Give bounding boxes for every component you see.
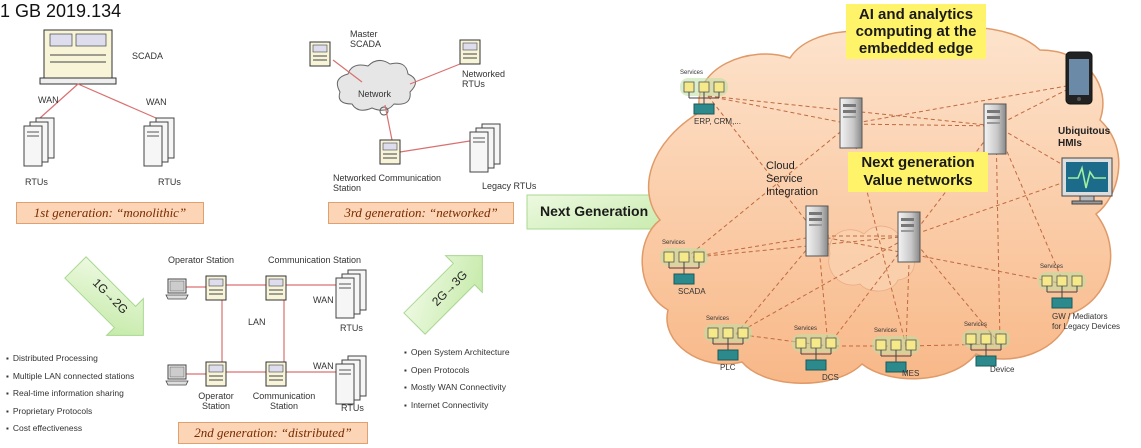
services-label-scada: Services	[662, 240, 686, 246]
list-item: Proprietary Protocols	[6, 403, 134, 421]
arrow-2g-3g	[403, 255, 483, 335]
list-item: Mostly WAN Connectivity	[404, 379, 510, 397]
monitor-icon	[1061, 157, 1113, 205]
list-item: Open System Architecture	[404, 344, 510, 362]
network-label: Network	[358, 89, 392, 99]
list-item: Internet Connectivity	[404, 397, 510, 415]
list-item: Real-time information sharing	[6, 385, 134, 403]
cloud-connections	[685, 83, 1083, 347]
rtus-label-left: RTUs	[25, 177, 48, 187]
rtus-top-label: RTUs	[340, 323, 363, 333]
services-label-device: Services	[964, 322, 988, 328]
gen3-bullet-list: Open System Architecture Open Protocols …	[404, 344, 510, 414]
mes-label: MES	[902, 369, 920, 378]
list-item: Multiple LAN connected stations	[6, 368, 134, 386]
ubiquitous-hmis-label: Ubiquitous HMIs	[1058, 126, 1111, 149]
services-label-mes: Services	[874, 328, 898, 334]
device-label: Device	[990, 365, 1015, 374]
networked-communication-station-label: Networked Communication Station	[333, 173, 442, 193]
scada-label: SCADA	[132, 51, 164, 61]
communication-station-top-label: Communication Station	[268, 255, 362, 265]
dcs-label: DCS	[822, 373, 839, 382]
lan-label: LAN	[248, 317, 266, 327]
server-icon-1	[839, 97, 863, 149]
erp-crm-label: ERP, CRM,...	[694, 117, 741, 126]
gen2-diagram	[165, 269, 367, 405]
list-item: Cost effectiveness	[6, 420, 134, 438]
wan-label-right: WAN	[146, 97, 167, 107]
gen2-title: 2nd generation: “distributed”	[178, 422, 368, 444]
legacy-rtus-label: Legacy RTUs	[482, 181, 537, 191]
list-item: Distributed Processing	[6, 350, 134, 368]
gw-mediators-label: GW / Mediators for Legacy Devices	[1052, 312, 1121, 331]
value-networks-title: Next generation Value networks	[848, 152, 988, 192]
server-icon-2	[983, 103, 1007, 155]
gen2-bullet-list: Distributed Processing Multiple LAN conn…	[6, 350, 134, 438]
services-label-dcs: Services	[794, 326, 818, 332]
rtus-bottom-label: RTUs	[341, 403, 364, 413]
list-item: Open Protocols	[404, 362, 510, 380]
gen3-title: 3rd generation: “networked”	[328, 202, 514, 224]
arrow-1g-2g	[64, 256, 144, 336]
smartphone-icon	[1065, 51, 1093, 105]
cloud-scada-label: SCADA	[678, 287, 706, 296]
cloud-service-integration-label: Cloud Service Integration	[766, 160, 818, 198]
operator-station-top-label: Operator Station	[168, 255, 235, 265]
services-label-gw: Services	[1040, 264, 1064, 270]
server-icon-3	[805, 205, 829, 257]
networked-rtus-label: Networked RTUs	[462, 69, 506, 89]
communication-station-bottom-label: Communication Station	[252, 391, 316, 411]
services-label-erp: Services	[680, 70, 704, 76]
rtus-label-right: RTUs	[158, 177, 181, 187]
plc-label: PLC	[720, 363, 736, 372]
gen1-title: 1st generation: “monolithic”	[16, 202, 204, 224]
ai-analytics-title: AI and analytics computing at the embedd…	[846, 4, 986, 59]
wan-label-left: WAN	[38, 95, 59, 105]
master-scada-label: Master SCADA	[350, 29, 382, 49]
document-reference: 1 GB 2019.134	[0, 1, 122, 21]
wan-bottom-label: WAN	[313, 361, 334, 371]
wan-top-label: WAN	[313, 295, 334, 305]
server-icon-4	[897, 211, 921, 263]
next-generation-label: Next Generation	[540, 203, 649, 219]
operator-station-bottom-label: Operator Station	[198, 391, 234, 411]
gen1-diagram	[23, 29, 175, 167]
gen3-diagram	[309, 39, 501, 173]
services-label-plc: Services	[706, 316, 730, 322]
